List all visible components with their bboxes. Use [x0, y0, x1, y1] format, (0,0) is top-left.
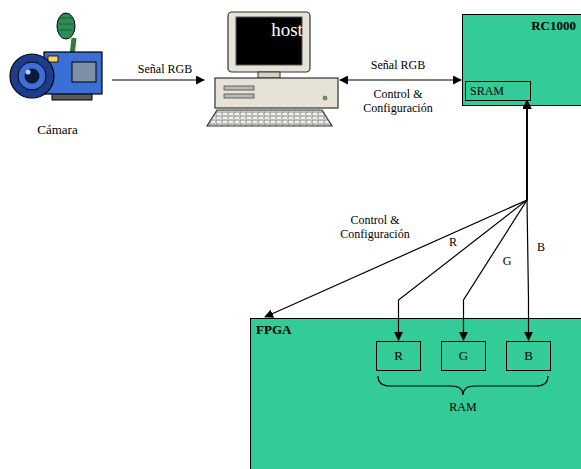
signal-label: Control & Configuración [331, 214, 419, 242]
signal-connector [527, 101, 529, 340]
host-computer: host [205, 10, 338, 128]
fpga-chip: FPGA R G B [250, 318, 581, 469]
label-holder: Control & Configuración [354, 88, 442, 116]
label-holder: Señal RGB [138, 63, 192, 77]
signal-connector [464, 101, 528, 340]
label-holder: R [449, 236, 457, 250]
rc1000-board: RC1000SRAM [462, 14, 581, 106]
signal-connector [112, 79, 204, 80]
node-label: B [524, 342, 533, 370]
signal-label: R [449, 236, 457, 250]
brace [378, 376, 548, 395]
camera-node: Cámara [5, 14, 110, 140]
node-label: G [459, 342, 468, 370]
signal-connector [399, 101, 528, 340]
label-holder: RAM [449, 401, 476, 415]
sram-block: SRAM [465, 81, 531, 101]
ram-block: G [441, 341, 486, 371]
node-label: SRAM [470, 84, 504, 99]
node-label: Cámara [37, 122, 77, 138]
signal-label: Señal RGB [138, 63, 192, 77]
label-holder: Señal RGB [371, 59, 425, 73]
node-label: FPGA [256, 322, 291, 338]
node-label: RC1000 [531, 18, 576, 34]
ram-block: R [376, 341, 421, 371]
node-label: host [254, 19, 320, 41]
label-holder: G [503, 255, 512, 269]
signal-connector [265, 101, 527, 317]
signal-connector [340, 79, 461, 80]
ram-block: B [506, 341, 551, 371]
node-label: R [394, 342, 403, 370]
host-computer-illustration [207, 12, 338, 126]
signal-label: B [537, 241, 545, 255]
label-holder: B [537, 241, 545, 255]
label-holder: Control & Configuración [331, 214, 419, 242]
annotation-label: RAM [449, 401, 476, 415]
camera-illustration [10, 13, 102, 100]
signal-label: Señal RGB [371, 59, 425, 73]
signal-label: G [503, 255, 512, 269]
annotation-label: Control & Configuración [354, 88, 442, 116]
